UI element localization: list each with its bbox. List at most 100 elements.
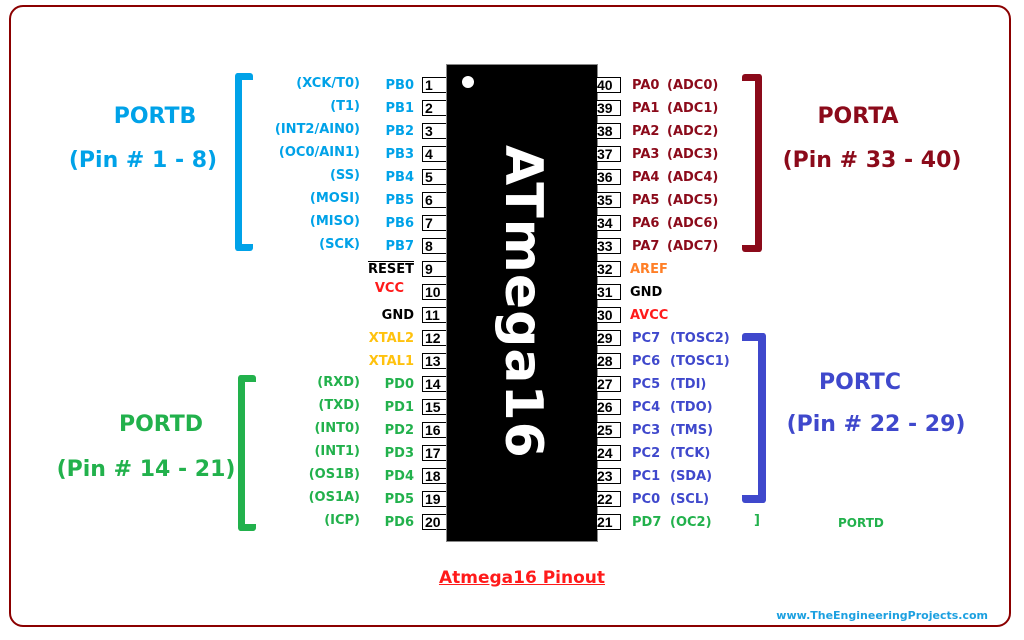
pin-function-pa1: (ADC1) xyxy=(667,101,719,116)
pin-name-pb7: PB7 xyxy=(385,239,414,254)
pin-function-pb1: (T1) xyxy=(330,99,360,114)
pin-function-pd6: (ICP) xyxy=(324,513,360,528)
pin-number-9: 9 xyxy=(422,261,446,277)
pin-number-39: 39 xyxy=(597,100,621,116)
pin-name-pb5: PB5 xyxy=(385,193,414,208)
pin-name-pb3: PB3 xyxy=(385,147,414,162)
pin-name-pd1: PD1 xyxy=(384,400,414,415)
pin-number-26: 26 xyxy=(597,399,621,415)
pin-function-pc2: (TCK) xyxy=(670,446,711,461)
diagram-caption: Atmega16 Pinout xyxy=(438,568,606,588)
pin-number-6: 6 xyxy=(422,192,446,208)
diagram-frame xyxy=(9,5,1011,627)
pin-number-18: 18 xyxy=(422,468,446,484)
portd-small-bracket: ] xyxy=(754,513,760,528)
pin-name-aref: AREF xyxy=(630,262,668,277)
pin-function-pc4: (TDO) xyxy=(670,400,713,415)
pin-number-14: 14 xyxy=(422,376,446,392)
pin-name-pc1: PC1 xyxy=(632,469,661,484)
portc-title: PORTC xyxy=(819,370,901,395)
pin-number-37: 37 xyxy=(597,146,621,162)
pin-function-pc7: (TOSC2) xyxy=(670,331,730,346)
pin-name-avcc: AVCC xyxy=(630,308,669,323)
pin-function-pc3: (TMS) xyxy=(670,423,714,438)
pin-function-pc1: (SDA) xyxy=(670,469,713,484)
pin-name-pd4: PD4 xyxy=(384,469,414,484)
pin-number-2: 2 xyxy=(422,100,446,116)
pin-name-gnd: GND xyxy=(630,285,663,300)
pin-name-pd5: PD5 xyxy=(384,492,414,507)
pin-function-pd4: (OS1B) xyxy=(308,467,360,482)
porta-range: (Pin # 33 - 40) xyxy=(782,148,962,173)
pin-function-pd3: (INT1) xyxy=(314,444,360,459)
pin-function-pc5: (TDI) xyxy=(670,377,707,392)
pin-function-pd7: (OC2) xyxy=(670,515,712,530)
pin-name-pa5: PA5 xyxy=(632,193,660,208)
portb-bracket xyxy=(235,73,253,251)
pin-number-15: 15 xyxy=(422,399,446,415)
portc-range: (Pin # 22 - 29) xyxy=(786,412,966,437)
pin-number-36: 36 xyxy=(597,169,621,185)
pin-name-reset: RESET xyxy=(367,262,414,277)
pin-number-33: 33 xyxy=(597,238,621,254)
porta-title: PORTA xyxy=(817,104,899,129)
pin-number-19: 19 xyxy=(422,491,446,507)
pin-function-pa7: (ADC7) xyxy=(667,239,719,254)
pin-name-pb2: PB2 xyxy=(385,124,414,139)
ic-chip-body: ATmega16 xyxy=(446,64,598,542)
watermark-link[interactable]: www.TheEngineeringProjects.com xyxy=(776,609,988,622)
pin-name-pd6: PD6 xyxy=(384,515,414,530)
pin-number-31: 31 xyxy=(597,284,621,300)
pin-number-23: 23 xyxy=(597,468,621,484)
pin-number-24: 24 xyxy=(597,445,621,461)
pin-number-12: 12 xyxy=(422,330,446,346)
pin-function-pb5: (MOSI) xyxy=(309,191,360,206)
pin-name-pa1: PA1 xyxy=(632,101,660,116)
pin-number-8: 8 xyxy=(422,238,446,254)
pin1-indicator-dot xyxy=(462,76,474,88)
pin-name-pb1: PB1 xyxy=(385,101,414,116)
pin-name-pc4: PC4 xyxy=(632,400,661,415)
portb-title: PORTB xyxy=(113,104,197,129)
pin-number-40: 40 xyxy=(597,77,621,93)
pin-name-pd0: PD0 xyxy=(384,377,414,392)
pin-number-7: 7 xyxy=(422,215,446,231)
pin-number-32: 32 xyxy=(597,261,621,277)
pin-name-pa2: PA2 xyxy=(632,124,660,139)
portd-small-label: PORTD xyxy=(838,516,884,530)
pin-name-pa6: PA6 xyxy=(632,216,660,231)
pin-number-13: 13 xyxy=(422,353,446,369)
pin-name-pa4: PA4 xyxy=(632,170,660,185)
porta-bracket xyxy=(742,74,762,252)
pin-function-pd5: (OS1A) xyxy=(308,490,360,505)
pin-function-pb3: (OC0/AIN1) xyxy=(278,145,360,160)
pin-number-21: 21 xyxy=(597,514,621,530)
pin-number-35: 35 xyxy=(597,192,621,208)
pin-name-pa0: PA0 xyxy=(632,78,660,93)
portd-range: (Pin # 14 - 21) xyxy=(56,457,236,482)
pin-name-pb6: PB6 xyxy=(385,216,414,231)
pin-function-pb6: (MISO) xyxy=(309,214,360,229)
pin-number-20: 20 xyxy=(422,514,446,530)
pin-name-gnd: GND xyxy=(381,308,414,323)
pin-number-38: 38 xyxy=(597,123,621,139)
pin-number-5: 5 xyxy=(422,169,446,185)
pin-number-29: 29 xyxy=(597,330,621,346)
pin-number-28: 28 xyxy=(597,353,621,369)
pin-name-pa3: PA3 xyxy=(632,147,660,162)
pin-function-pd2: (INT0) xyxy=(314,421,360,436)
pin-function-pa0: (ADC0) xyxy=(667,78,719,93)
pin-name-pd7: PD7 xyxy=(632,515,662,530)
pin-function-pc0: (SCL) xyxy=(670,492,710,507)
pin-function-pd1: (TXD) xyxy=(318,398,360,413)
pin-name-xtal2: XTAL2 xyxy=(368,331,414,346)
pin-name-pb4: PB4 xyxy=(385,170,414,185)
pin-number-4: 4 xyxy=(422,146,446,162)
portd-title: PORTD xyxy=(118,412,204,437)
pin-name-pd2: PD2 xyxy=(384,423,414,438)
pin-function-pc6: (TOSC1) xyxy=(670,354,730,369)
pin-function-pa5: (ADC5) xyxy=(667,193,719,208)
chip-label: ATmega16 xyxy=(493,145,553,459)
pin-number-34: 34 xyxy=(597,215,621,231)
pin-name-pc3: PC3 xyxy=(632,423,661,438)
